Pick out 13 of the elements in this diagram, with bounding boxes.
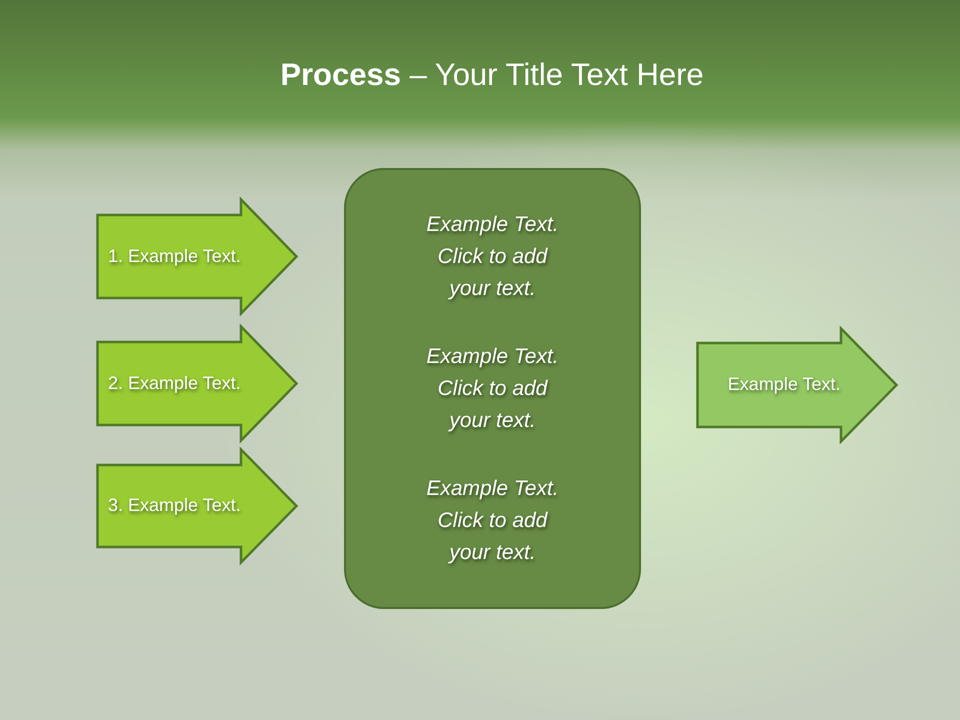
arrow-shape — [96, 198, 298, 315]
rounded-box — [344, 168, 641, 609]
arrow-shape — [696, 327, 898, 443]
body-text: Example Text. Click to add your text. — [425, 212, 560, 302]
arrow-label: 2. Example Text. — [108, 372, 241, 394]
slide-title: Process – Your Title Text Here — [279, 56, 705, 94]
arrow-label: 3. Example Text. — [108, 494, 241, 516]
body-text: Example Text. Click to add your text. — [425, 344, 560, 434]
arrow-label: 1. Example Text. — [108, 244, 241, 266]
arrow-shape — [96, 448, 298, 564]
body-text: Example Text. Click to add your text. — [425, 476, 560, 566]
arrow-label: Example Text. — [726, 373, 842, 395]
arrow-shape — [96, 325, 298, 442]
